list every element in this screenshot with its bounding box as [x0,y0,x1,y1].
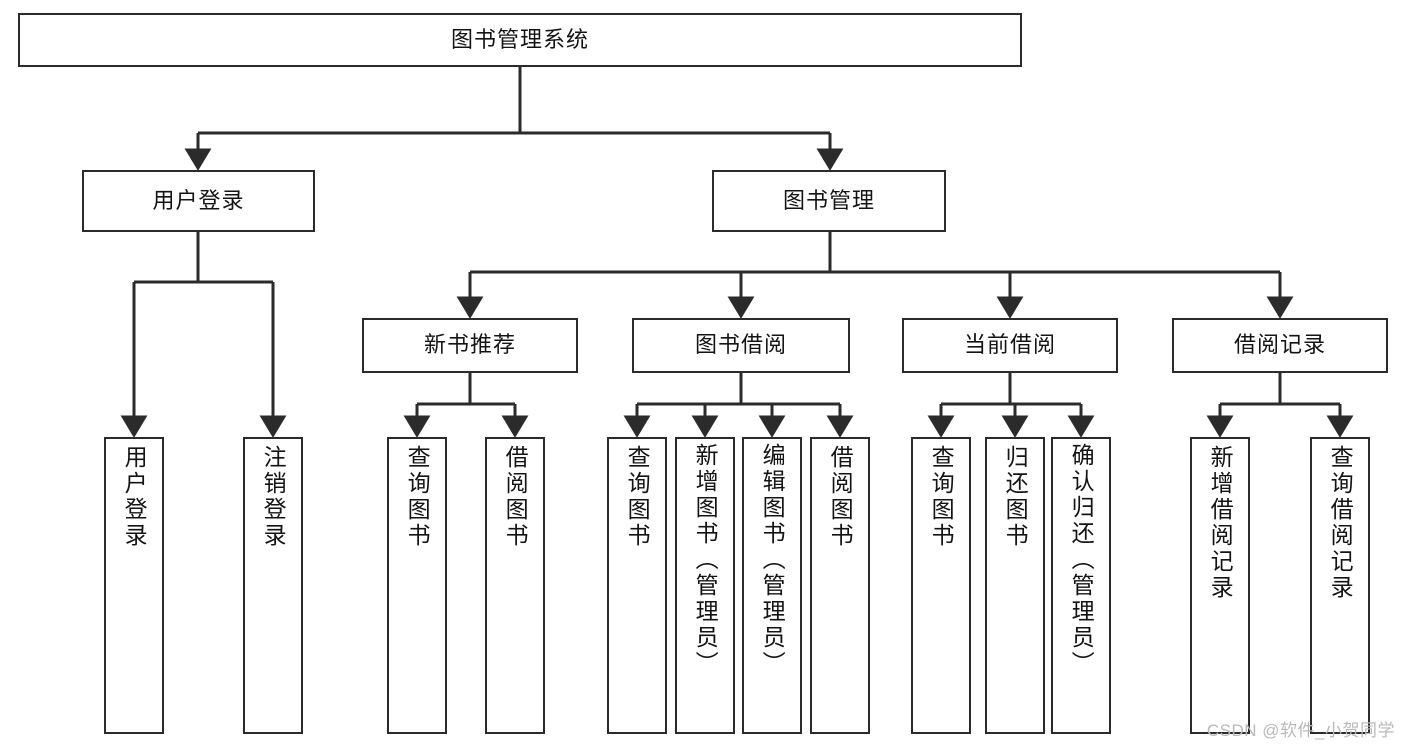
node-new-book-recommend[interactable]: 新书推荐 [362,318,578,373]
leaf-borrow-book[interactable]: 借阅图书 [810,437,870,734]
leaf-logout-login[interactable]: 注销登录 [243,437,303,734]
leaf-user-login[interactable]: 用户登录 [104,437,164,734]
leaf-confirm-return-admin[interactable]: 确认归还（管理员） [1051,437,1111,734]
leaf-label: 借阅图书 [827,445,854,549]
leaf-query-book-borrow[interactable]: 查询图书 [607,437,667,734]
leaf-borrow-book-recommend[interactable]: 借阅图书 [485,437,545,734]
leaf-label: 借阅图书 [502,445,529,549]
leaf-query-book-recommend[interactable]: 查询图书 [387,437,447,734]
node-label: 图书借阅 [694,332,787,358]
leaf-edit-book-admin[interactable]: 编辑图书（管理员） [742,437,802,734]
node-label: 借阅记录 [1233,332,1326,358]
leaf-query-book-current[interactable]: 查询图书 [911,437,971,734]
node-book-management[interactable]: 图书管理 [712,170,946,232]
leaf-label: 查询图书 [624,445,651,549]
leaf-label: 注销登录 [260,445,287,549]
leaf-label: 确认归还（管理员） [1068,443,1095,677]
leaf-label: 归还图书 [1002,445,1029,549]
node-current-borrow[interactable]: 当前借阅 [902,318,1118,373]
leaf-label: 用户登录 [121,445,148,549]
node-label: 新书推荐 [423,332,516,358]
node-root-system[interactable]: 图书管理系统 [18,13,1022,67]
node-label: 图书管理系统 [450,26,589,52]
leaf-label: 查询借阅记录 [1327,445,1354,601]
node-label: 用户登录 [152,187,245,213]
leaf-add-book-admin[interactable]: 新增图书（管理员） [675,437,735,734]
leaf-add-borrow-record[interactable]: 新增借阅记录 [1190,437,1250,734]
leaf-label: 查询图书 [404,445,431,549]
leaf-label: 新增图书（管理员） [692,443,719,677]
leaf-return-book[interactable]: 归还图书 [985,437,1045,734]
leaf-label: 编辑图书（管理员） [759,443,786,677]
node-borrow-record[interactable]: 借阅记录 [1172,318,1388,373]
node-label: 当前借阅 [963,332,1056,358]
leaf-query-borrow-record[interactable]: 查询借阅记录 [1310,437,1370,734]
node-label: 图书管理 [782,187,875,213]
node-user-login[interactable]: 用户登录 [82,170,315,232]
leaf-label: 查询图书 [928,445,955,549]
node-book-borrow[interactable]: 图书借阅 [632,318,850,373]
leaf-label: 新增借阅记录 [1207,445,1234,601]
